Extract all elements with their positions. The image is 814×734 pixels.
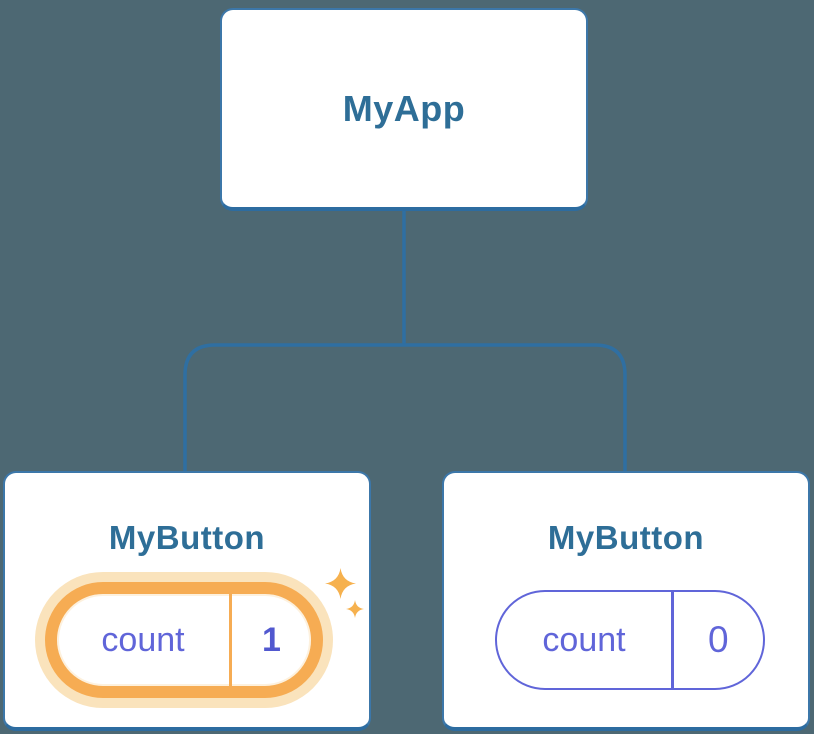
state-value: 0 <box>707 619 729 660</box>
component-node-root: MyApp <box>220 8 588 211</box>
state-pill-divider <box>229 594 232 686</box>
sparkle-icon <box>346 600 364 618</box>
state-key-label: count <box>101 620 185 659</box>
state-value: 1 <box>262 620 281 659</box>
sparkle-icon <box>325 568 356 599</box>
component-name-root: MyApp <box>342 87 466 129</box>
state-pill-highlighted: count 1 <box>45 582 323 698</box>
component-name-child-right: MyButton <box>547 519 705 556</box>
component-name-child-left: MyButton <box>108 519 266 556</box>
connector-bracket <box>183 343 627 472</box>
component-node-child-left: MyButton count 1 <box>3 471 371 731</box>
state-pill-divider <box>671 592 674 688</box>
component-node-child-right: MyButton count 0 <box>442 471 810 731</box>
state-highlight-halo: count 1 <box>35 572 333 708</box>
state-key-label: count <box>542 620 626 659</box>
state-pill-plain: count 0 <box>495 590 765 690</box>
